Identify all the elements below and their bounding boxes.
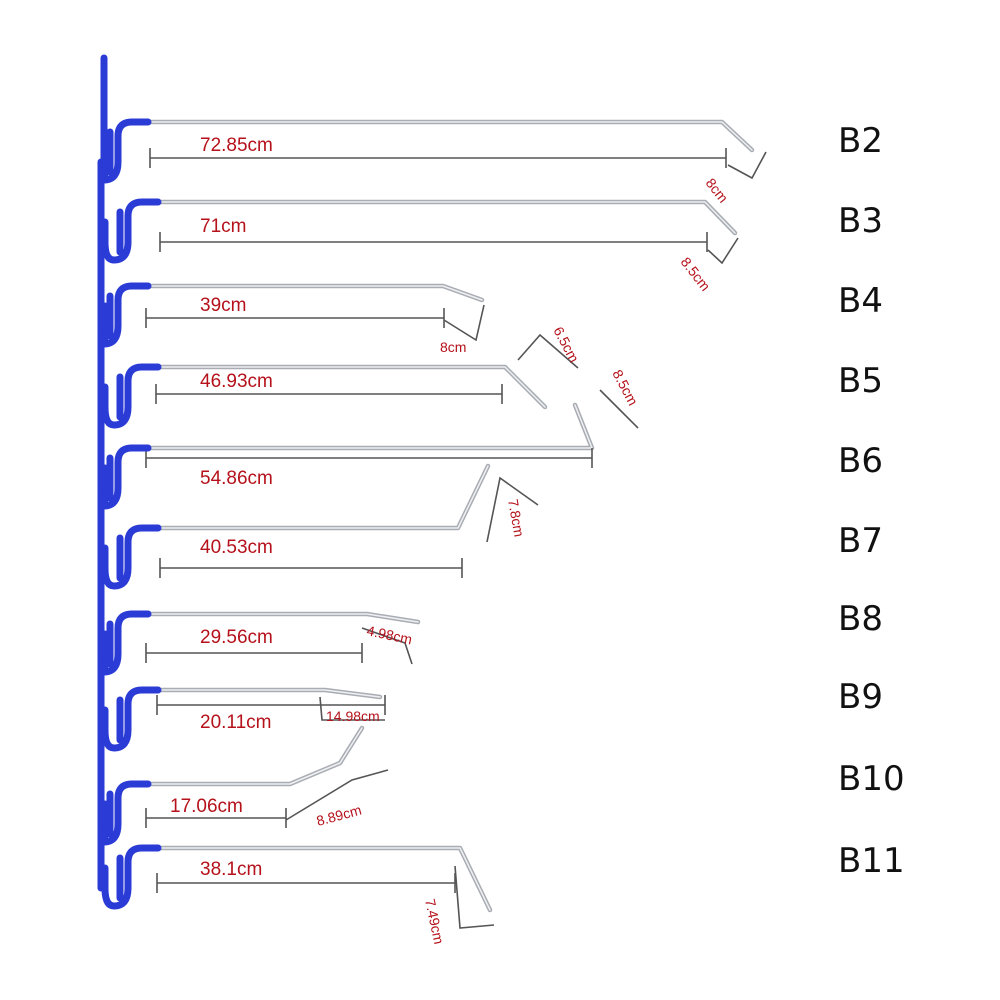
rod-handle xyxy=(101,363,162,429)
rod-handle xyxy=(101,844,162,910)
handle-hook xyxy=(100,444,152,510)
rod-bend-label: 6.5cm xyxy=(550,324,582,365)
rod-model-label: B3 xyxy=(838,201,883,241)
rod-shaft xyxy=(142,402,595,451)
handle-hook xyxy=(100,780,152,846)
handle-hook xyxy=(100,282,152,348)
rod-handle xyxy=(100,282,152,348)
rod-handle xyxy=(100,118,152,184)
rod-shaft-highlight xyxy=(154,847,491,911)
rod-bend-label: 8.5cm xyxy=(609,367,641,408)
rod-shaft-highlight xyxy=(144,727,363,785)
rod-b4: 39cm 8cm B4 xyxy=(142,281,883,355)
rod-length-label: 17.06cm xyxy=(170,796,243,817)
rod-shaft-highlight xyxy=(144,285,483,301)
rod-length-label: 71cm xyxy=(200,216,246,237)
rod-bend-label: 7.49cm xyxy=(422,897,447,945)
rod-length-label: 46.93cm xyxy=(200,371,273,392)
rod-model-label: B6 xyxy=(838,441,883,481)
rod-length-label: 20.11cm xyxy=(200,712,271,733)
bend-dimension-line xyxy=(707,237,739,265)
rod-b3: 71cm 8.5cm B3 xyxy=(152,199,883,294)
rod-handle xyxy=(101,524,162,590)
rod-handle xyxy=(100,780,152,846)
rod-length-label: 39cm xyxy=(200,295,246,316)
rod-shaft-highlight xyxy=(144,613,419,623)
handle-hook xyxy=(101,363,162,429)
bend-dimension-line xyxy=(285,769,389,821)
bend-dimension-line xyxy=(517,333,579,369)
rod-handle xyxy=(100,444,152,510)
rod-shaft xyxy=(152,687,383,700)
rod-b9: 20.11cm 14.98cm B9 xyxy=(152,677,883,733)
handle-hook xyxy=(101,524,162,590)
handle-hook xyxy=(100,610,152,676)
rod-length-label: 38.1cm xyxy=(200,859,262,880)
rod-model-label: B10 xyxy=(838,759,905,799)
handle-hook xyxy=(101,686,162,752)
rod-bend-label: 8.5cm xyxy=(678,254,714,294)
handle-hook xyxy=(100,118,152,184)
rod-shaft-highlight xyxy=(144,121,753,151)
rod-handle xyxy=(101,686,162,752)
rod-model-label: B11 xyxy=(838,841,905,881)
rod-bend-label: 4.98cm xyxy=(365,622,413,647)
rod-b11: 38.1cm 7.49cm B11 xyxy=(152,841,905,946)
rod-bend-label: 8.89cm xyxy=(315,802,363,829)
bend-dimension-line xyxy=(727,151,767,180)
rod-b8: 29.56cm 4.98cm B8 xyxy=(142,599,883,665)
rod-b10: 17.06cm 8.89cm B10 xyxy=(142,725,905,829)
bend-dimension-line xyxy=(319,696,385,721)
rod-length-label: 40.53cm xyxy=(200,537,273,558)
rod-model-label: B9 xyxy=(838,677,883,717)
rod-length-label: 72.85cm xyxy=(200,135,273,156)
rod-shaft-highlight xyxy=(154,201,736,234)
bend-dimension-line xyxy=(486,476,539,543)
bend-dimension-line xyxy=(443,304,485,342)
bend-dimension-line xyxy=(361,627,413,665)
rod-model-label: B2 xyxy=(838,121,883,161)
rod-handle xyxy=(100,610,152,676)
rod-bend-label: 7.8cm xyxy=(505,498,527,538)
rod-model-label: B7 xyxy=(838,521,883,561)
rod-shaft-highlight xyxy=(144,404,593,449)
rod-length-label: 29.56cm xyxy=(200,627,273,648)
rod-model-label: B8 xyxy=(838,599,883,639)
bend-dimension-line xyxy=(599,389,639,429)
rod-model-label: B5 xyxy=(838,361,883,401)
rod-shaft xyxy=(142,283,485,303)
bend-dimension-line xyxy=(454,865,495,929)
rod-shaft xyxy=(142,725,365,787)
handle-hook xyxy=(101,198,162,264)
rod-shaft-highlight xyxy=(154,366,546,408)
rod-length-label: 54.86cm xyxy=(200,468,273,489)
rod-bend-label: 8cm xyxy=(440,339,466,355)
rod-shaft-highlight xyxy=(154,689,381,698)
handle-hook xyxy=(101,844,162,910)
rod-shaft-highlight xyxy=(154,465,489,529)
rod-bend-label: 14.98cm xyxy=(326,708,380,724)
rod-handle xyxy=(101,198,162,264)
rod-model-label: B4 xyxy=(838,281,883,321)
